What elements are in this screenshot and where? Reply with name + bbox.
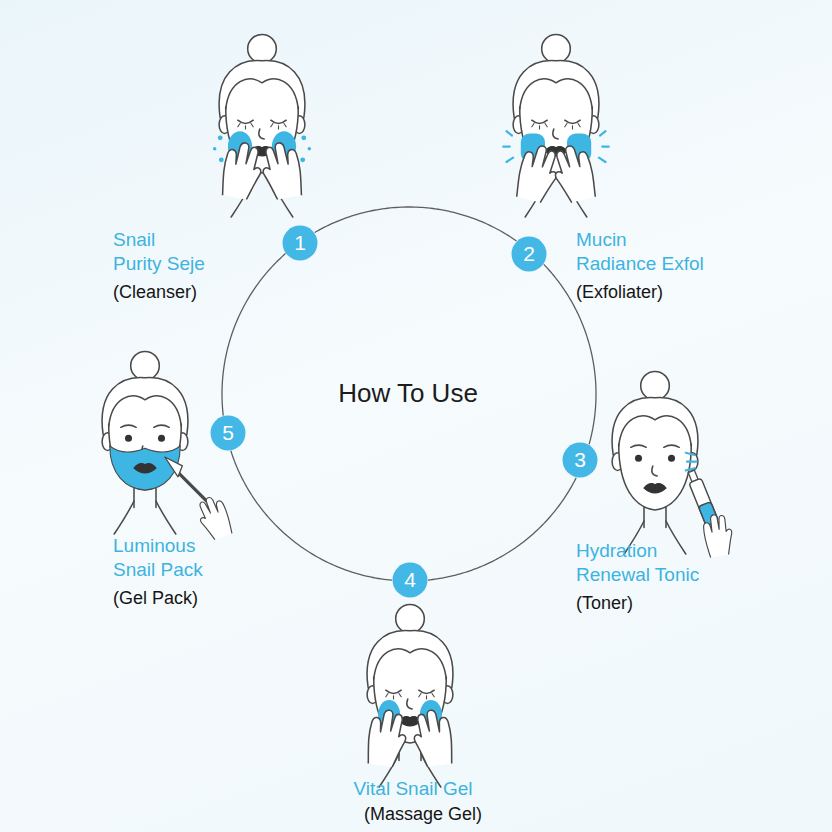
badge-circle bbox=[563, 443, 598, 478]
cycle-arc bbox=[428, 478, 576, 580]
gel-mask bbox=[110, 446, 180, 490]
foam-bubbles bbox=[213, 135, 311, 162]
bubble bbox=[219, 157, 224, 162]
product-type: (Cleanser) bbox=[113, 281, 273, 303]
lips bbox=[644, 484, 666, 493]
hand bbox=[701, 512, 735, 558]
product-name: Vital Snail Gel bbox=[313, 777, 513, 801]
bubble bbox=[213, 147, 217, 151]
eyes bbox=[631, 445, 679, 462]
hand bbox=[365, 708, 409, 768]
bubble bbox=[300, 157, 305, 162]
product-type: (Exfoliater) bbox=[576, 281, 736, 303]
eyes bbox=[386, 690, 434, 699]
toner-illustration bbox=[612, 371, 735, 558]
step-number-badge: 4 bbox=[392, 562, 428, 598]
connector-layer bbox=[222, 207, 596, 580]
gel-pack-illustration bbox=[102, 351, 234, 542]
exfoliator-illustration bbox=[503, 34, 609, 217]
product-name: Hydration Renewal Tonic bbox=[576, 539, 716, 587]
cycle-arc bbox=[222, 254, 285, 416]
eyes bbox=[238, 120, 286, 129]
step-number: 4 bbox=[404, 569, 416, 591]
product-type: (Toner) bbox=[576, 592, 736, 614]
product-name: Snail Purity Seje bbox=[113, 228, 207, 276]
hand bbox=[259, 140, 305, 201]
badge-circle bbox=[512, 237, 547, 272]
badge-circle bbox=[393, 563, 428, 598]
badge-circle bbox=[211, 416, 246, 451]
face-drawing bbox=[219, 34, 305, 217]
diagram-title: How To Use bbox=[258, 378, 558, 409]
motion-mark bbox=[503, 131, 609, 162]
bubble bbox=[301, 135, 306, 140]
massage-gel-illustration bbox=[365, 604, 455, 787]
step-number-badge: 3 bbox=[562, 442, 598, 478]
eyes bbox=[121, 425, 169, 442]
hand bbox=[411, 708, 455, 768]
hand bbox=[220, 140, 266, 201]
product-name: Luminous Snail Pack bbox=[113, 534, 223, 582]
brush-head bbox=[165, 457, 183, 477]
cycle-arc bbox=[315, 207, 517, 241]
bubble bbox=[308, 147, 312, 151]
face-drawing bbox=[513, 34, 599, 217]
step-number: 1 bbox=[294, 232, 306, 254]
lips bbox=[134, 464, 156, 473]
step-number-badge: 2 bbox=[511, 236, 547, 272]
face-drawing bbox=[612, 371, 698, 554]
mist-spray bbox=[686, 453, 697, 471]
cleanser-illustration bbox=[213, 34, 311, 217]
face-drawing bbox=[102, 351, 188, 534]
product-name: Mucin Radiance Exfol bbox=[576, 228, 708, 276]
step-number: 3 bbox=[574, 449, 586, 471]
step-number: 5 bbox=[222, 422, 234, 444]
product-type: (Gel Pack) bbox=[113, 587, 273, 609]
badge-circle bbox=[283, 226, 318, 261]
hand bbox=[549, 142, 598, 205]
hand bbox=[194, 493, 234, 542]
cycle-arc bbox=[231, 451, 392, 580]
step-number-badge: 1 bbox=[282, 225, 318, 261]
product-type: (Massage Gel) bbox=[323, 803, 523, 825]
eyes bbox=[532, 120, 580, 129]
step-number: 2 bbox=[523, 243, 535, 265]
step-number-badge: 5 bbox=[210, 415, 246, 451]
bubble bbox=[218, 135, 223, 140]
